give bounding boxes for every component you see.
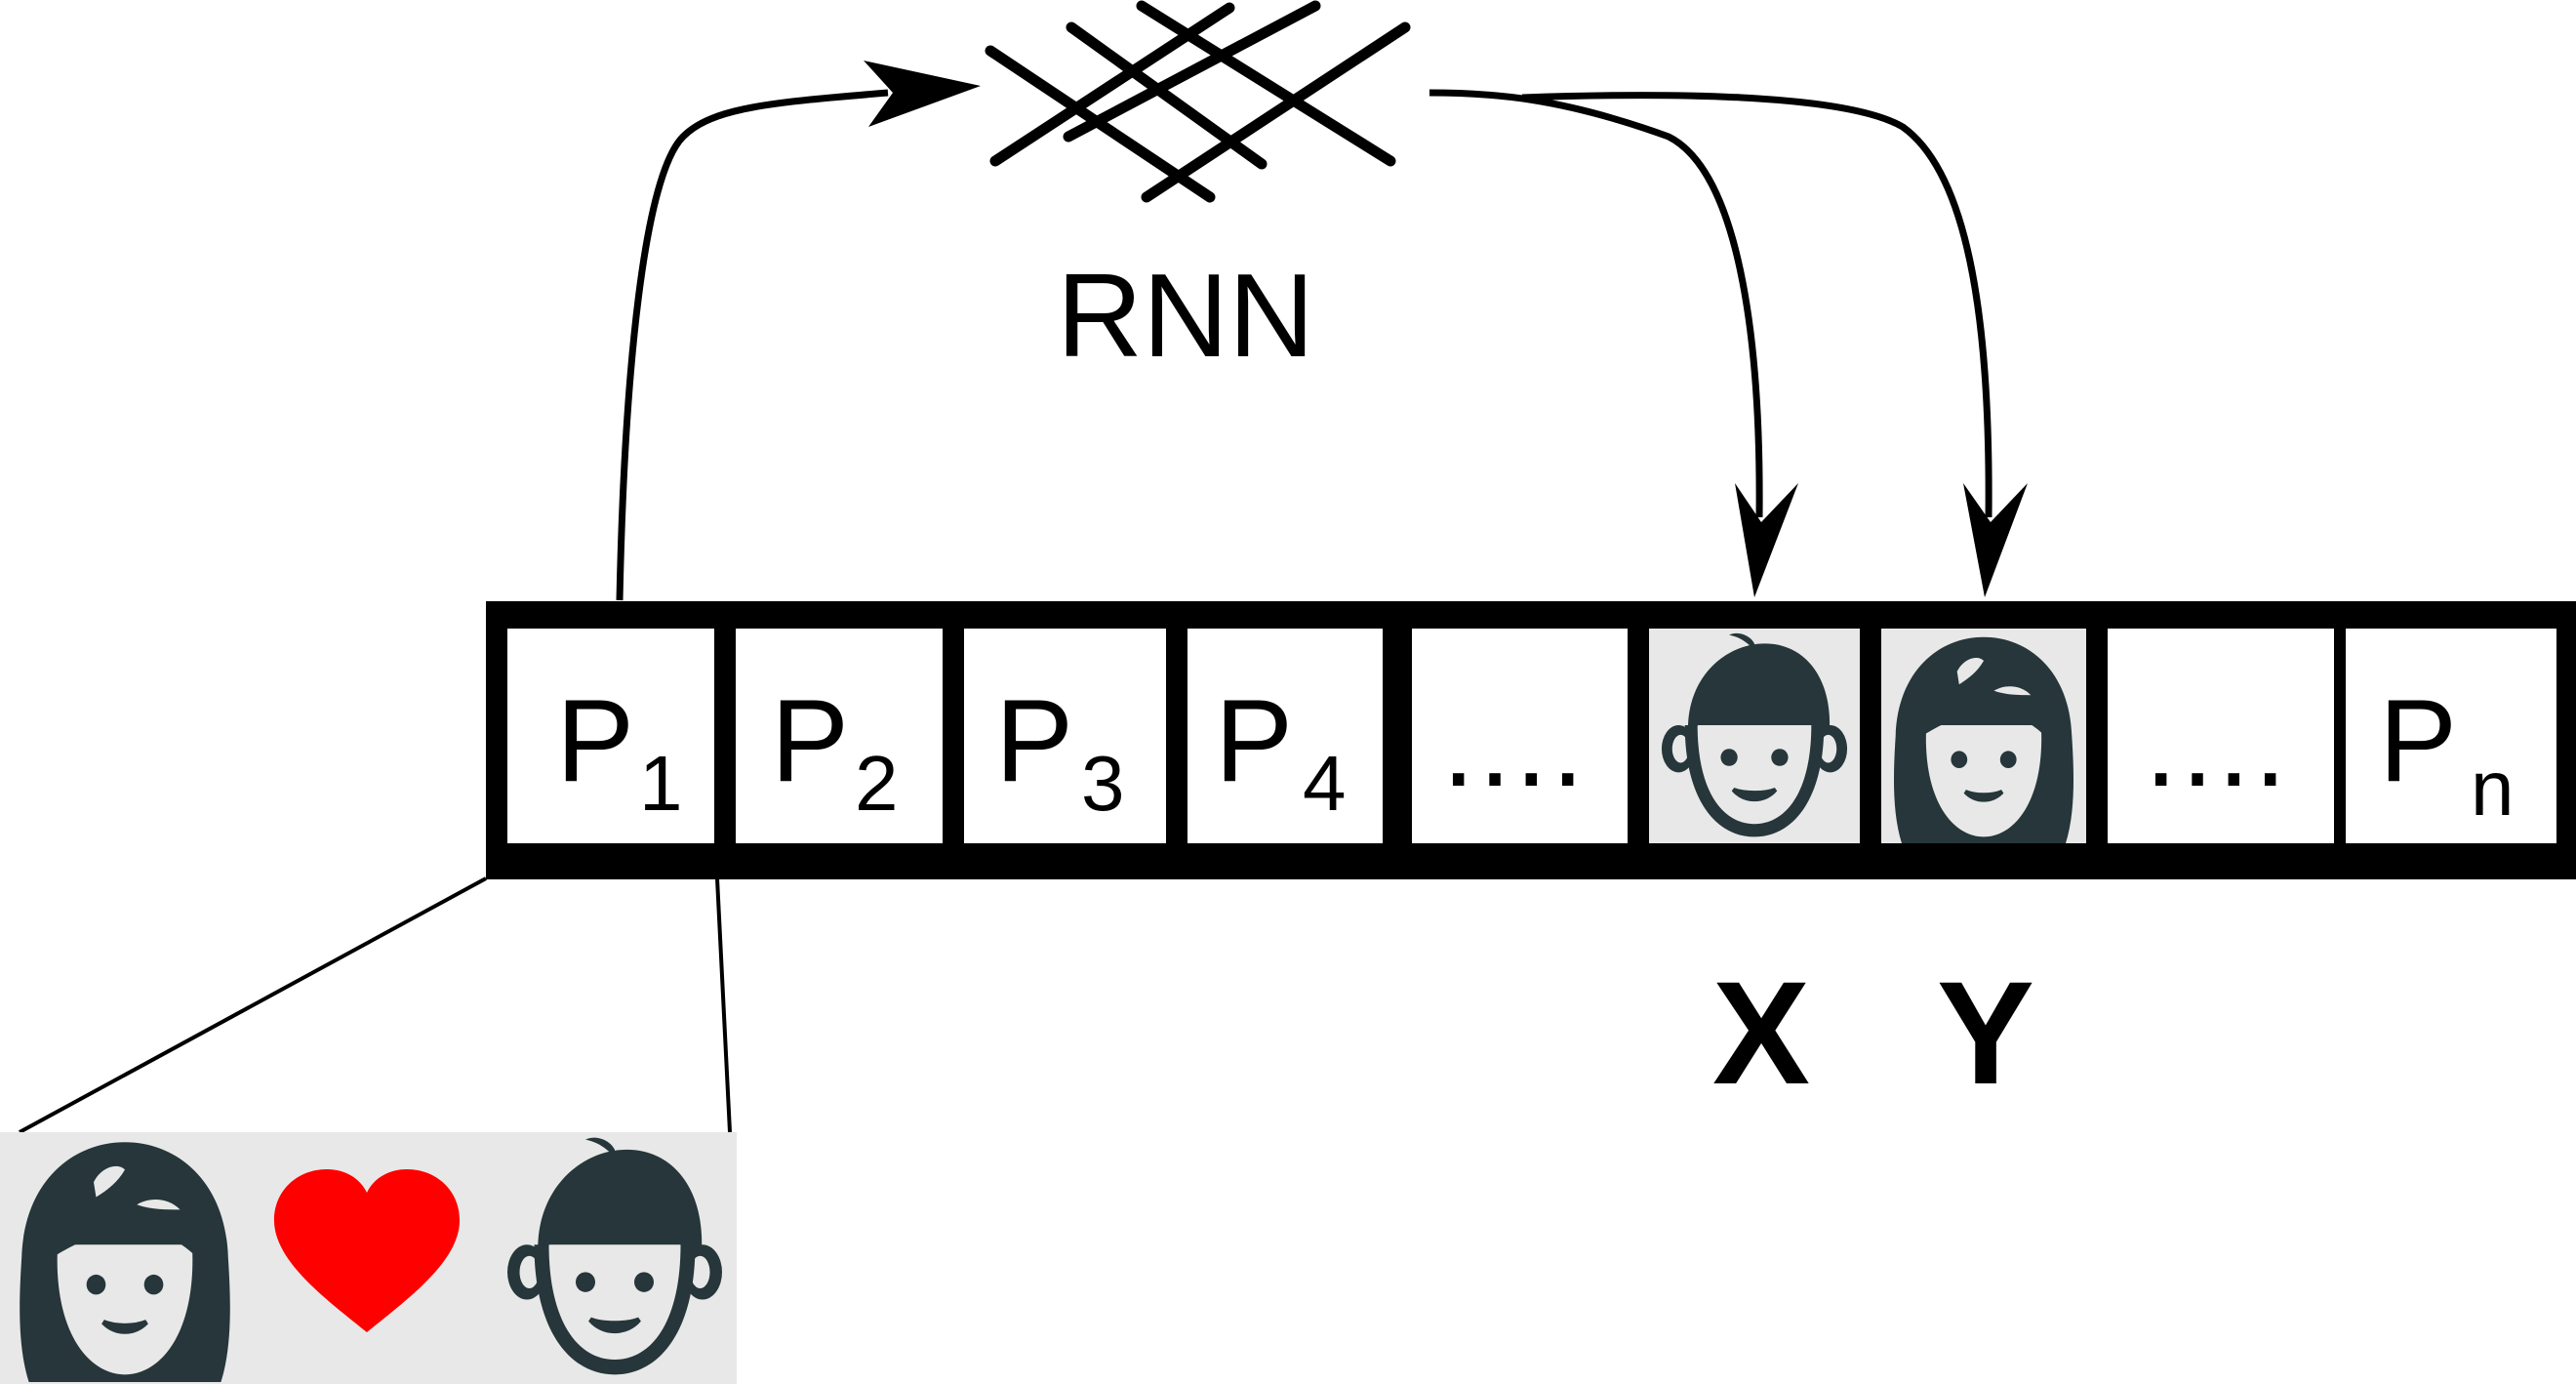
zoom-boy-face-icon xyxy=(493,1132,737,1382)
input-arrowhead xyxy=(864,61,981,127)
cell-ellipsis-2-text: .... xyxy=(2145,680,2290,811)
cell-p2-main: P xyxy=(771,675,849,806)
cell-p1-sub: 1 xyxy=(639,740,683,827)
cell-p2 xyxy=(736,629,943,843)
cell-pn xyxy=(2346,629,2556,843)
output-arrow-x xyxy=(1429,89,1763,518)
input-arrow xyxy=(616,89,889,601)
rnn-label: RNN xyxy=(1057,249,1314,382)
cell-ellipsis-2 xyxy=(2108,629,2334,843)
cell-p3-sub: 3 xyxy=(1081,740,1125,827)
cell-p3 xyxy=(964,629,1166,843)
cell-pn-main: P xyxy=(2379,675,2457,806)
output-arrow-y xyxy=(1521,92,1992,518)
zoom-lines xyxy=(19,876,732,1134)
cell-ellipsis-1 xyxy=(1412,629,1628,843)
cell-p2-sub: 2 xyxy=(855,740,899,827)
cell-ellipsis-1-text: .... xyxy=(1442,680,1588,811)
zoom-panel xyxy=(0,1132,737,1384)
zoom-girl-face-icon xyxy=(5,1132,245,1382)
output-arrowhead-x xyxy=(1735,483,1798,597)
cell-p3-main: P xyxy=(995,675,1073,806)
cell-p4 xyxy=(1187,629,1383,843)
cell-p1-main: P xyxy=(556,675,634,806)
girl-face-icon xyxy=(1881,629,2086,843)
output-arrowhead-y xyxy=(1963,483,2028,597)
cell-p4-sub: 4 xyxy=(1303,740,1347,827)
sequence-bar xyxy=(486,601,2576,879)
rnn-network-icon xyxy=(985,0,1411,203)
cell-p1 xyxy=(507,629,714,843)
boy-face-icon xyxy=(1649,629,1860,843)
cell-p4-main: P xyxy=(1215,675,1293,806)
label-y: Y xyxy=(1937,951,2034,1115)
label-x: X xyxy=(1712,951,1810,1115)
cell-pn-sub: n xyxy=(2471,745,2515,832)
